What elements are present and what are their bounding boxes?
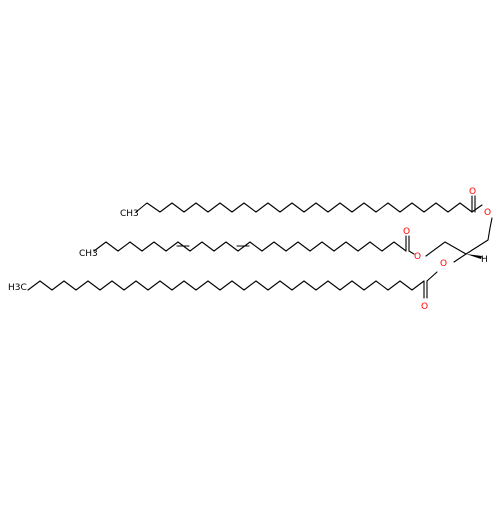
ester-o-top: O [484, 208, 491, 218]
ester-o-bottom: O [440, 259, 447, 269]
ester-o-mid: O [414, 252, 421, 262]
top-acyl-chain [135, 202, 473, 213]
middle-acyl-chain [93, 241, 407, 252]
bottom-acyl-chain [27, 280, 425, 291]
top-o-to-ch2 [489, 217, 493, 229]
carbonyl-o-mid: O [403, 227, 410, 237]
bottom-ester-bond [426, 271, 438, 282]
stereo-wedge [466, 254, 482, 259]
middle-ester-bond [408, 250, 415, 255]
top-ester-bond [471, 204, 483, 213]
carbonyl-o-top: O [469, 187, 476, 197]
ch3-label-bottom: H3C [8, 283, 27, 293]
stereo-h-label: H [481, 255, 488, 265]
carbonyl-o-bottom: O [421, 302, 428, 312]
ch3-label-top: CH3 [120, 209, 139, 219]
glycerol-backbone [425, 227, 491, 257]
ch3-label-mid: CH3 [79, 249, 98, 259]
sn2-c-to-o [453, 253, 467, 263]
atom-labels: CH3 CH3 H3C O O O O O O H [8, 187, 491, 312]
